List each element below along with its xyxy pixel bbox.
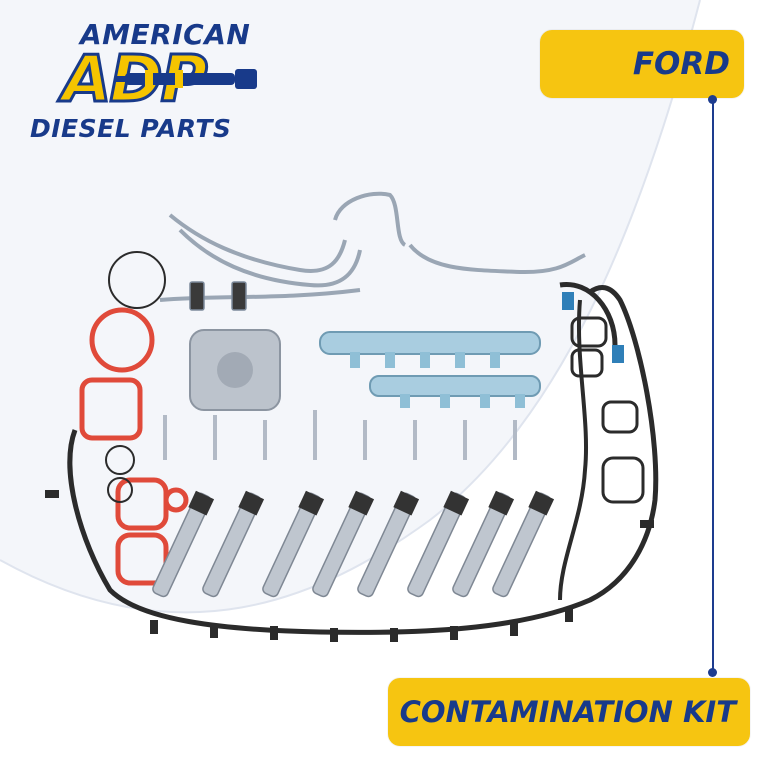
- injectors: [152, 490, 555, 598]
- logo-text-diesel-parts: DIESEL PARTS: [30, 114, 232, 143]
- logo-text-american: AMERICAN: [80, 18, 251, 51]
- fuel-injector-icon: [115, 69, 257, 89]
- make-label: FORD: [632, 46, 730, 82]
- product-tag: CONTAMINATION KIT: [388, 678, 750, 746]
- make-tag: FORD: [540, 30, 744, 98]
- brand-logo: AMERICAN ADP DIESEL PARTS: [20, 14, 270, 144]
- fuel-rails: [319, 331, 541, 408]
- product-label: CONTAMINATION KIT: [399, 695, 736, 729]
- return-hose: [67, 285, 659, 635]
- guide-dot-bottom: [708, 668, 717, 677]
- guide-line: [712, 98, 714, 672]
- fuel-pump: [189, 329, 281, 411]
